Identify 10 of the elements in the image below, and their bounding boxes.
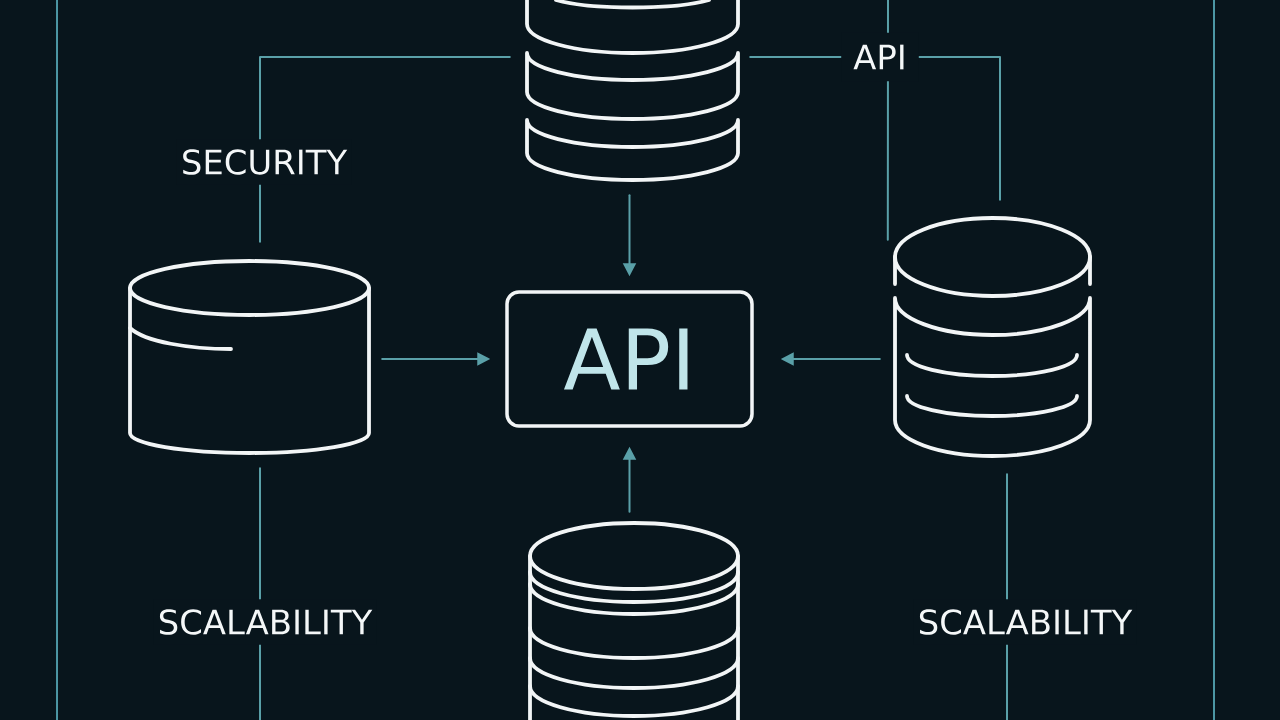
database-cylinder bbox=[128, 259, 371, 455]
rounded-box: API bbox=[505, 290, 754, 428]
connector-line bbox=[259, 56, 511, 243]
edge-label: SCALABILITY bbox=[153, 599, 377, 645]
edge-label: SECURITY bbox=[176, 139, 352, 185]
database-cylinder bbox=[528, 521, 740, 720]
database-cylinder bbox=[893, 216, 1092, 458]
database-cylinder bbox=[525, 0, 740, 182]
edge-label: API bbox=[841, 32, 919, 82]
edge-label: SCALABILITY bbox=[913, 599, 1137, 645]
